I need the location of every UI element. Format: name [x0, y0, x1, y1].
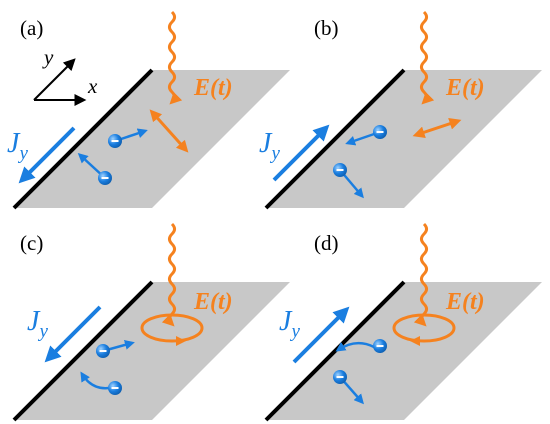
electron-minus-sign — [111, 387, 119, 389]
incident-light-wavy-arrow — [168, 10, 183, 105]
panel-label: (a) — [20, 16, 43, 40]
field-label: E(t) — [445, 75, 485, 101]
electron-minus-sign — [376, 345, 384, 347]
electron-minus-sign — [336, 376, 344, 378]
sample-edge — [264, 280, 406, 422]
edge-current-arrow — [18, 126, 76, 184]
electron-minus-sign — [111, 140, 119, 142]
surface-plane — [14, 70, 290, 208]
panel-label: (d) — [314, 231, 339, 255]
electron-minus-sign — [101, 177, 109, 179]
panel-d: (d) E(t) Jy — [264, 222, 542, 422]
edge-current-arrow — [44, 305, 102, 363]
linear-polarization-arrow — [412, 117, 462, 139]
circular-polarization-ellipse — [392, 313, 456, 343]
sample-edge — [264, 68, 406, 210]
electron-curved-trajectory — [335, 341, 375, 352]
panel-label: (b) — [314, 16, 339, 40]
panel-c: (c) E(t) Jy — [12, 222, 290, 422]
electron-minus-sign — [336, 169, 344, 171]
field-label: E(t) — [193, 75, 233, 101]
y-axis-label: y — [42, 45, 54, 69]
electron-curved-trajectory — [80, 371, 110, 390]
electron-minus-sign — [376, 131, 384, 133]
current-label: Jy — [7, 128, 28, 164]
x-axis-label: x — [87, 74, 98, 98]
surface-plane — [14, 282, 290, 420]
edge-current-arrow — [272, 124, 330, 182]
panel-b: (b) E(t) Jy — [259, 10, 542, 210]
surface-plane — [266, 70, 542, 208]
polarization-rotation-arrowhead — [176, 336, 186, 346]
incident-light-wavy-arrow — [413, 222, 428, 327]
panel-a: (a) y x E(t) Jy — [7, 10, 290, 210]
current-label: Jy — [279, 306, 300, 342]
incident-light-wavy-arrow — [420, 10, 435, 105]
field-label: E(t) — [445, 289, 485, 315]
current-label: Jy — [27, 306, 48, 342]
electron-minus-sign — [99, 350, 107, 352]
incident-light-wavy-arrow — [161, 222, 176, 327]
current-label: Jy — [259, 128, 280, 164]
edge-current-arrow — [292, 306, 350, 364]
linear-polarization-arrow — [149, 109, 189, 153]
circular-polarization-ellipse — [140, 313, 204, 343]
axes-indicator: y x — [33, 45, 98, 106]
sample-edge — [12, 68, 154, 210]
panel-label: (c) — [20, 231, 43, 255]
surface-plane — [266, 282, 542, 420]
sample-edge — [12, 280, 154, 422]
field-label: E(t) — [193, 289, 233, 315]
polarization-rotation-arrowhead — [410, 336, 420, 346]
